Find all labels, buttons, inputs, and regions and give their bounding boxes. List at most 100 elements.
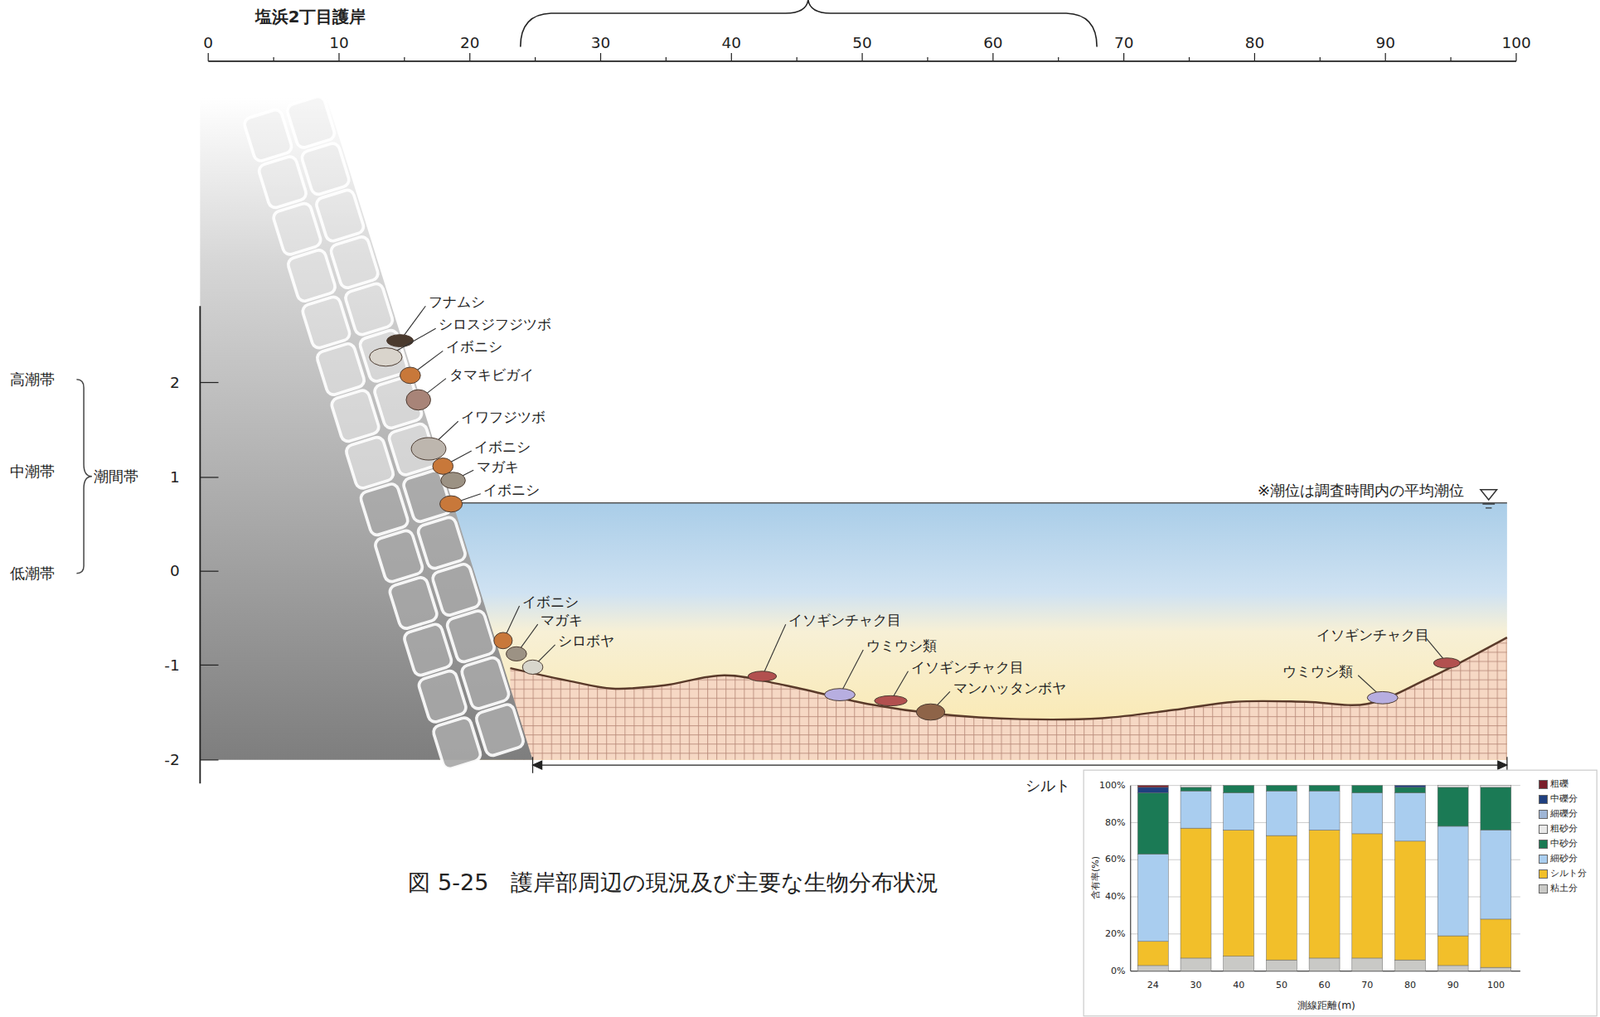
legend-entry: 細礫分	[1538, 809, 1578, 820]
species-label: イボニシ	[522, 594, 579, 611]
distance-tick: 50	[852, 34, 872, 52]
distance-tick: 0	[203, 34, 214, 52]
species-label: タマキビガイ	[449, 366, 534, 383]
legend-text: 中砂分	[1550, 838, 1578, 849]
armor-blocks	[242, 94, 525, 771]
seawall	[199, 96, 533, 761]
species-label: イボニシ	[474, 439, 531, 456]
organism-figure	[441, 472, 466, 490]
organism-figure	[432, 458, 454, 476]
species-label: ウミウシ類	[1282, 663, 1353, 679]
distance-tick: 40	[1232, 980, 1245, 991]
organism-figure	[747, 671, 776, 682]
organism-figure	[369, 348, 403, 367]
legend-swatch	[1538, 869, 1548, 879]
zone-label: 高潮帯	[9, 371, 55, 388]
distance-tick: 10	[329, 34, 349, 52]
organism-figure	[522, 659, 544, 674]
organism-figure	[494, 632, 513, 650]
zone-label: 低潮帯	[9, 565, 55, 582]
elevation-tick: -1	[164, 656, 180, 674]
seabed-line	[509, 637, 1507, 720]
elevation-axis	[199, 305, 219, 784]
legend-text: 粘土分	[1550, 883, 1578, 894]
distance-tick: 30	[591, 34, 611, 52]
sediment-label: シルト	[1025, 777, 1071, 795]
percent-tick: 60%	[1105, 854, 1126, 865]
organism-figure	[916, 703, 945, 721]
species-label: マガキ	[540, 612, 583, 629]
zone-label: 潮間帯	[93, 468, 139, 485]
axis-title: 含有率(%)	[1090, 855, 1101, 899]
legend-text: シルト分	[1550, 868, 1587, 879]
elevation-tick: 0	[169, 562, 180, 580]
leader-line	[761, 624, 786, 677]
seabed-silt	[509, 637, 1507, 761]
percent-tick: 40%	[1105, 892, 1126, 902]
percent-tick: 80%	[1105, 817, 1126, 828]
organism-figure	[1367, 691, 1398, 704]
legend-entry: 中礫分	[1538, 794, 1578, 805]
legend-swatch	[1538, 839, 1548, 849]
organism-figure	[406, 389, 432, 411]
distance-tick: 50	[1275, 980, 1288, 991]
distance-tick: 90	[1447, 980, 1460, 991]
species-label: イソギンチャク目	[788, 612, 902, 629]
organism-figure	[411, 437, 447, 461]
legend-swatch	[1538, 884, 1548, 894]
note: ※潮位は調査時間内の平均潮位	[1257, 482, 1465, 500]
species-label: シロスジフジツボ	[438, 316, 552, 333]
distance-tick: 70	[1361, 980, 1373, 991]
legend-swatch	[1538, 854, 1548, 864]
legend-text: 細礫分	[1550, 809, 1578, 820]
water-level-line	[455, 502, 1508, 504]
organism-figure	[1433, 658, 1460, 669]
organism-figure	[506, 646, 528, 661]
distance-tick: 60	[983, 34, 1003, 52]
species-label: イソギンチャク目	[911, 659, 1024, 676]
legend-text: 粗砂分	[1550, 824, 1578, 834]
legend-text: 細砂分	[1550, 853, 1578, 864]
species-label: マガキ	[476, 458, 519, 475]
legend-text: 中礫分	[1550, 794, 1578, 805]
species-label: イソギンチャク目	[1316, 626, 1430, 643]
species-label: ウミウシ類	[866, 638, 937, 655]
organism-figure	[824, 688, 856, 702]
legend-swatch	[1538, 824, 1548, 834]
legend-entry: 粗砂分	[1538, 824, 1578, 834]
leader-line	[839, 649, 864, 695]
legend-entry: シルト分	[1538, 868, 1587, 879]
distance-tick: 40	[722, 34, 742, 52]
percent-tick: 100%	[1099, 780, 1126, 791]
water	[438, 503, 1508, 761]
zone-brace	[76, 379, 92, 574]
distance-tick: 100	[1487, 980, 1505, 991]
organism-figure	[400, 367, 422, 384]
axis-title: 測線距離(m)	[1297, 1000, 1356, 1013]
legend-swatch	[1538, 780, 1548, 790]
distance-tick: 100	[1501, 34, 1531, 52]
organism-figure	[387, 334, 414, 348]
species-label: イボニシ	[446, 339, 503, 355]
legend-swatch	[1538, 795, 1548, 805]
percent-tick: 20%	[1105, 929, 1126, 940]
distance-tick: 30	[1190, 980, 1203, 991]
legend-swatch	[1538, 809, 1548, 820]
distance-tick: 20	[460, 34, 480, 52]
elevation-tick: 1	[169, 469, 180, 486]
legend-entry: 粗礫	[1538, 779, 1569, 790]
distance-tick: 90	[1376, 34, 1396, 52]
distance-tick: 24	[1147, 980, 1159, 991]
species-label: シロボヤ	[557, 633, 615, 650]
legend-entry: 中砂分	[1538, 838, 1578, 849]
percent-tick: 0%	[1110, 966, 1126, 977]
elevation-tick: 2	[169, 373, 180, 391]
organism-figure	[874, 695, 907, 706]
organism-figure	[440, 495, 463, 513]
distance-tick: 60	[1318, 980, 1331, 991]
figure-caption: 図 5-25 護岸部周辺の現況及び主要な生物分布状況	[407, 870, 939, 896]
species-label: イワフジツボ	[460, 409, 546, 426]
species-label: フナムシ	[428, 294, 485, 311]
section-name: 塩浜2丁目護岸	[255, 8, 367, 27]
